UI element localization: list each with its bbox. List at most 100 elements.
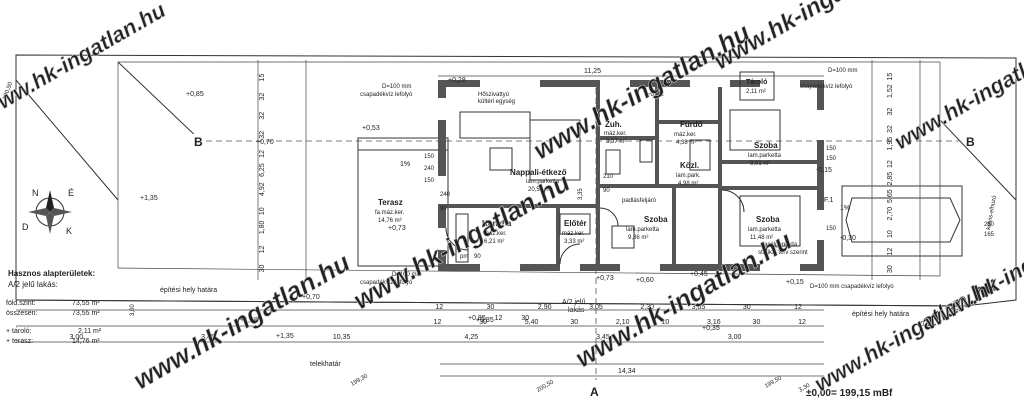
level-mark: +0,70 xyxy=(302,294,320,301)
plot-boundary xyxy=(15,54,1017,307)
dimension-label: 12 xyxy=(798,319,806,326)
room-finish-terasz: fa.máz.ker. xyxy=(375,210,405,216)
note-epitesi-right: építési hely határa xyxy=(852,311,909,318)
dimension-label: 2,90 xyxy=(538,304,552,311)
compass-k: K xyxy=(66,226,72,236)
dimension-label: 12 xyxy=(887,160,894,168)
room-finish-wc: máz.ker. xyxy=(604,131,627,137)
summary-subtitle: A/2 jelű lakás: xyxy=(8,280,58,289)
dimension-label: 30 xyxy=(487,304,495,311)
room-name-eloter: Előtér xyxy=(564,219,587,228)
dimension-label: 12 xyxy=(434,319,442,326)
level-mark: +0,60 xyxy=(636,277,654,284)
dimension-label: 3,00 xyxy=(130,304,136,316)
dimension-label: 3,35 xyxy=(578,188,584,200)
plot-hatch-1 xyxy=(15,79,119,201)
dimension-label: 2,85 xyxy=(887,172,894,186)
room-name-terasz: Terasz xyxy=(378,198,403,207)
note-lakas: lakás xyxy=(568,307,585,314)
building-walls xyxy=(438,80,824,271)
note-gutter-sw: D=100 mm xyxy=(392,272,422,278)
dimension-lines xyxy=(16,60,921,377)
dimension-label: 15 xyxy=(259,74,266,82)
note-gutter-se: D=100 mm csapadékvíz lefolyó xyxy=(810,284,894,290)
dimension-label: 260 xyxy=(984,222,995,228)
room-name-szoba-ne: Szoba xyxy=(754,141,778,150)
dimension-label: 5,65 xyxy=(887,189,894,203)
dimension-label: 10 xyxy=(887,230,894,238)
summary-title: Hasznos alapterületek: xyxy=(8,269,95,278)
dimension-label: 30 xyxy=(259,264,266,272)
note-hoszivattyu: Hőszivattyú xyxy=(478,92,509,98)
section-mark-b-left: B xyxy=(194,135,203,149)
room-finish-szoba-ne: lam.parketta xyxy=(748,153,782,159)
dimension-label: 3,00 xyxy=(728,334,742,341)
note-gutter-ne: D=100 mm xyxy=(828,68,858,74)
dimension-label: 3,00 xyxy=(70,334,84,341)
dimension-label: 1,52 xyxy=(887,84,894,98)
watermark-text: www.hk-ingatlan.hu xyxy=(890,29,1024,154)
note-telekhatar: telekhatár xyxy=(310,361,341,368)
dimension-label: 1,95 xyxy=(887,137,894,151)
dimension-label: 2,70 xyxy=(887,207,894,221)
level-mark: -0,02 xyxy=(648,91,664,98)
dim-top-total: 11,25 xyxy=(584,68,601,75)
watermark-text: www.hk-ingatlan.hu xyxy=(570,225,797,373)
dimension-label: 30 xyxy=(743,304,751,311)
room-area-furdo: 4,38 m² xyxy=(676,140,696,146)
room-name-szoba-mid: Szoba xyxy=(644,215,668,224)
dimension-label: 30 xyxy=(479,319,487,326)
room-finish-nappali: lam.parketta xyxy=(526,179,560,185)
dimension-label: 2,10 xyxy=(616,319,630,326)
room-area-szoba-mid: 9,86 m² xyxy=(628,235,648,241)
dimension-label: 30 xyxy=(753,319,761,326)
watermark-text: www.hk-ingatlan.hu xyxy=(0,0,170,122)
room-name-furdo: Fürdő xyxy=(680,120,703,129)
note-a2-lakas: A/2 jelű xyxy=(562,299,585,306)
note-f1: F.1 xyxy=(824,197,833,204)
dimension-label: 10,35 xyxy=(333,334,351,341)
room-area-szoba-se: 11,48 m² xyxy=(750,235,773,241)
level-mark: +0,70 xyxy=(256,139,274,146)
section-mark-b-right: B xyxy=(966,135,975,149)
room-finish-szoba-mid: lam.parketta xyxy=(626,227,660,233)
note-acel: acélgerenda xyxy=(764,242,798,248)
note-gutter-nw: D=100 mm xyxy=(382,84,412,90)
room-name-nappali: Nappali-étkező xyxy=(510,168,567,177)
level-mark: +0,73 xyxy=(388,225,406,232)
note-pct: 1% xyxy=(400,161,410,168)
room-area-konyha: 6,21 m² xyxy=(484,239,504,245)
dimension-label: 32 xyxy=(887,125,894,133)
dimension-label: 200,50 xyxy=(536,379,555,394)
dimension-label: 12 xyxy=(794,304,802,311)
dimension-label: 12 xyxy=(259,150,266,158)
dimension-label: 30 xyxy=(887,265,894,273)
summary-row-label: + terasz: xyxy=(6,338,33,345)
section-mark-a: A xyxy=(590,385,599,399)
note-gutter-sw2: csapadékvíz lefolyó xyxy=(360,280,413,286)
compass-rose: N É D K xyxy=(22,188,74,236)
level-mark: +1,35 xyxy=(276,333,294,340)
dimension-label: 30 xyxy=(521,315,529,322)
dimension-label: 30 xyxy=(570,319,578,326)
room-finish-konyha: máz.ker. xyxy=(484,231,507,237)
dimension-label: 150 xyxy=(826,226,837,232)
dimension-label: 32 xyxy=(259,93,266,101)
dimension-label: 90 xyxy=(440,206,447,212)
dimension-label: 150 xyxy=(424,178,435,184)
level-mark: +0,85 xyxy=(186,91,204,98)
note-pct2: 1% xyxy=(840,205,850,212)
summary-row-label: + tároló: xyxy=(6,328,32,335)
dimension-label: 240 xyxy=(440,192,451,198)
note-epitesi-left: építési hely határa xyxy=(160,287,217,294)
room-finish-szoba-se: lam.parketta xyxy=(748,227,782,233)
level-reference: ±0,00= 199,15 mBf xyxy=(806,388,893,399)
dimension-label: 3,03 xyxy=(954,300,960,312)
room-finish-kozl: lam.park. xyxy=(676,173,701,179)
dimension-label: +0,85 xyxy=(468,315,486,322)
area-summary: Hasznos alapterületek: A/2 jelű lakás: f… xyxy=(6,269,102,345)
